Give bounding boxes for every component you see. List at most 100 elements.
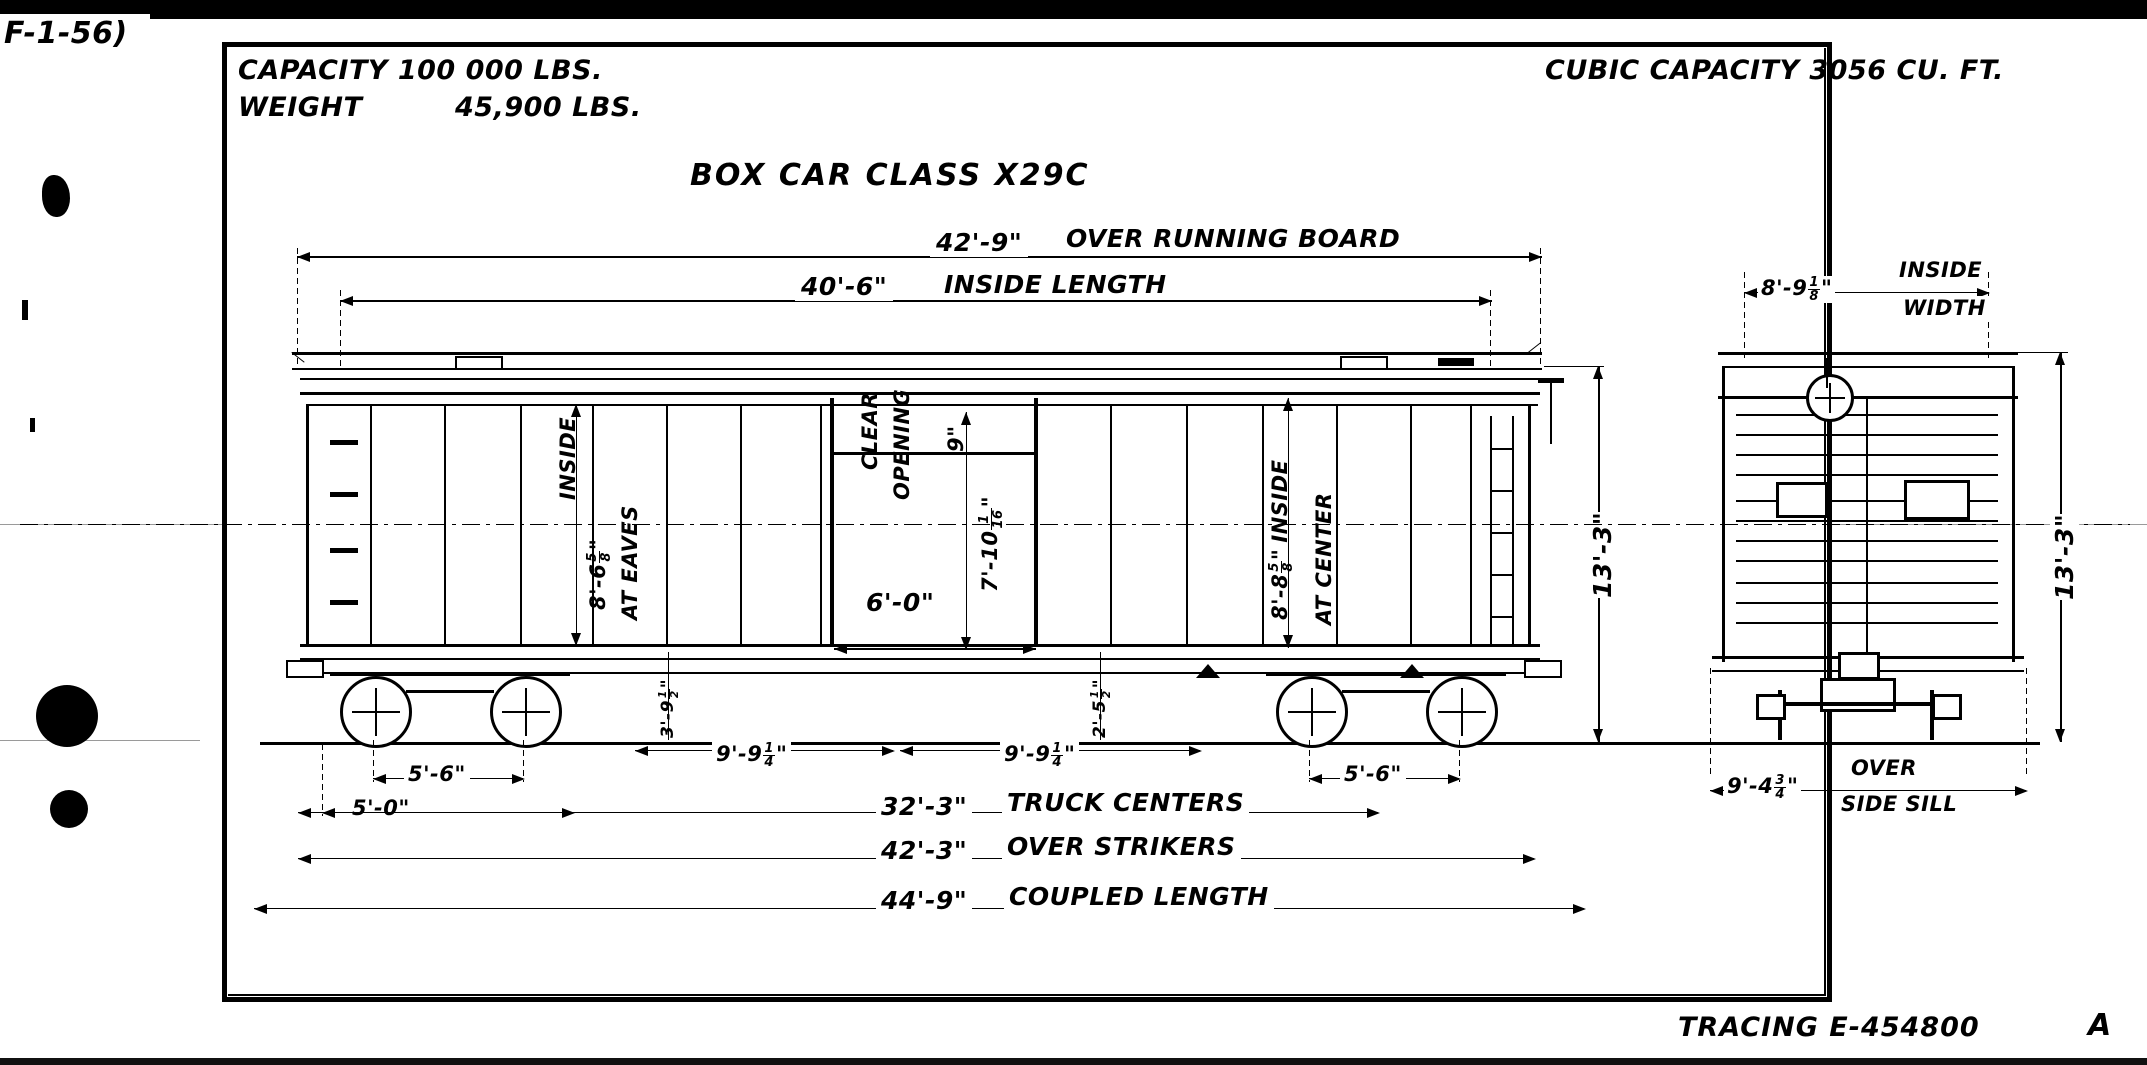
end-overhang-value: 5'-0" <box>348 796 414 820</box>
brake-wheel <box>1538 378 1564 383</box>
film-blot-1 <box>42 175 70 217</box>
end-center-post <box>1866 396 1868 656</box>
arrow-clear-open-right <box>1023 644 1036 654</box>
inside-center-feet: 8'-8 <box>1268 573 1292 620</box>
arrow-eo-right <box>562 808 575 818</box>
wheel-left-2 <box>490 676 562 748</box>
ttd-right-unit: " <box>1063 742 1076 766</box>
drawing-title: BOX CAR CLASS X29C <box>690 158 1090 193</box>
grab-iron-left-2 <box>330 492 358 497</box>
weight-value: 45,900 LBS. <box>455 92 642 123</box>
oss-feet: 9'-4 <box>1727 774 1774 798</box>
arrow-height-end-bottom <box>2055 729 2065 742</box>
bolster-mark-left <box>1196 664 1220 678</box>
over-side-sill-label-b: SIDE SILL <box>1838 792 1961 816</box>
roof-hatch-2 <box>1340 356 1388 370</box>
end-journal-right <box>1932 694 1962 720</box>
truck-centers-text: TRUCK CENTERS <box>1002 788 1250 817</box>
weight-label: WEIGHT <box>238 92 363 123</box>
arrow-os-left <box>298 854 311 864</box>
arrow-wb-l-right <box>512 774 525 784</box>
arrow-tc-right <box>1367 808 1380 818</box>
roof-line-1 <box>300 378 1540 380</box>
end-bolster-plate <box>1838 652 1880 680</box>
eaves-line <box>306 404 1538 406</box>
inside-center-unit: " <box>1268 548 1292 561</box>
clear-opening-label-b: OPENING <box>890 388 914 500</box>
cubic-capacity-label: CUBIC CAPACITY 3056 CU. FT. <box>1545 55 2004 86</box>
ext-line-orb-left <box>297 248 298 366</box>
truck-frame-right <box>1266 672 1506 676</box>
inside-eaves-value-feet: 8'-6 <box>586 563 610 610</box>
arrow-oss-left <box>1710 786 1723 796</box>
over-strikers-text: OVER STRIKERS <box>1002 832 1241 861</box>
end-journal-left <box>1756 694 1786 720</box>
dim-line-clear-opening <box>834 648 1036 650</box>
coupler-left <box>286 660 324 678</box>
side-sill-line <box>300 644 1540 647</box>
end-brake-staff <box>1826 358 1828 388</box>
end-placard-board <box>1904 480 1970 520</box>
arrow-height-side-top <box>1593 366 1603 379</box>
over-running-board-value: 42'-9" <box>930 228 1029 257</box>
ext-line-orb-right <box>1540 248 1541 366</box>
dim-line-inside-width <box>1744 292 1988 293</box>
end-left-edge <box>1722 366 1725 662</box>
height-over-rail-end-value: 13'-3" <box>2050 513 2079 600</box>
bolster-mark-center <box>1400 664 1424 678</box>
inside-length-value: 40'-6" <box>795 272 894 301</box>
ext-wb-r2 <box>1459 740 1460 782</box>
truck-centers-value: 32'-3" <box>876 792 973 821</box>
brake-staff <box>1550 380 1552 444</box>
dim-line-sill-left <box>668 652 669 740</box>
arrow-iw-right <box>1977 288 1990 298</box>
ladder-rung-2 <box>1490 490 1514 492</box>
ext-eo-left <box>322 744 323 816</box>
ladder-rung-5 <box>1490 616 1514 618</box>
arrow-center-top <box>1283 398 1293 411</box>
end-right-edge <box>2012 366 2015 662</box>
ladder-rung-4 <box>1490 574 1514 576</box>
wheel-right-2 <box>1426 676 1498 748</box>
fold-line-lower <box>0 740 200 741</box>
grab-iron-left-1 <box>330 440 358 445</box>
arrow-inside-len-right <box>1479 296 1492 306</box>
oss-unit: " <box>1786 774 1799 798</box>
arrow-os-right <box>1523 854 1536 864</box>
arrow-tc-left <box>298 808 311 818</box>
ladder-rung-1 <box>1490 448 1514 450</box>
grab-iron-left-4 <box>330 600 358 605</box>
arrow-height-side-bottom <box>1593 729 1603 742</box>
ladder-rung-3 <box>1490 532 1514 534</box>
arrow-ttd-l-left <box>635 746 648 756</box>
ext-wb-l1 <box>373 740 374 782</box>
dim-line-truck-centers <box>298 812 1378 813</box>
ext-roof-to-dim <box>1544 366 1604 367</box>
inside-eaves-label-b: AT EAVES <box>618 505 642 620</box>
ext-line-inside-len-right <box>1490 290 1491 370</box>
dim-line-sill-right <box>1100 652 1101 740</box>
ttd-left-feet: 9'-9 <box>716 742 763 766</box>
arrow-eo-left <box>322 808 335 818</box>
end-rail-line <box>1690 742 2040 745</box>
arrow-wb-r-left <box>1309 774 1322 784</box>
ext-wb-r1 <box>1309 740 1310 782</box>
ext-wb-l2 <box>523 740 524 782</box>
scan-edge-top <box>0 0 2147 14</box>
wheelbase-right-value: 5'-6" <box>1340 762 1406 786</box>
end-truck-body <box>1820 678 1896 712</box>
dim-line-over-running-board <box>297 256 1542 258</box>
ladder-stile-2 <box>1512 416 1514 646</box>
arrow-orb-right <box>1529 252 1542 262</box>
truck-right-bolster <box>1342 690 1430 693</box>
over-strikers-value: 42'-3" <box>876 836 973 865</box>
